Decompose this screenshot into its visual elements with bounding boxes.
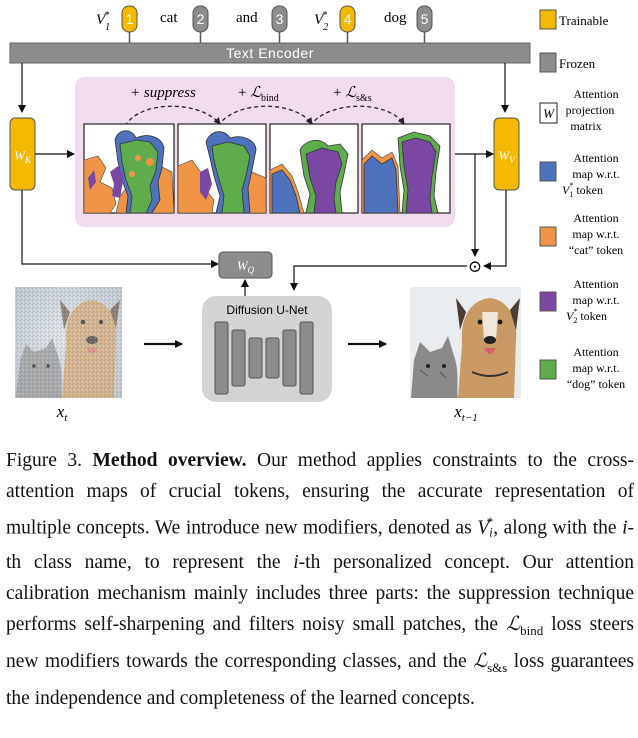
caption-part-4: -th personalized concept. Our attention … <box>6 552 635 635</box>
text-encoder-label: Text Encoder <box>226 45 314 61</box>
caption-text: Figure 3. Method overview. Our method ap… <box>6 446 634 714</box>
caption-figure-label: Figure 3. <box>6 450 83 471</box>
token-v1-label: V1* <box>96 10 110 33</box>
token-row: V1* 1 cat 2 and 3 V2* 4 dog 5 <box>96 5 433 43</box>
token-2-number: 2 <box>197 11 205 27</box>
caption-l-ss-symbol: ℒ <box>473 649 488 673</box>
legend-v2-l1: Attention <box>573 277 618 291</box>
text-encoder-bar <box>9 42 531 64</box>
token-4-number: 4 <box>344 11 352 27</box>
legend-dog-l1: Attention <box>573 345 618 359</box>
wv-label: WV <box>498 148 516 165</box>
attention-map-4 <box>361 123 451 214</box>
unet-label: Diffusion U-Net <box>226 303 308 317</box>
caption-part-1: Our method applies constraints to the cr… <box>6 450 634 539</box>
legend-projection-l1: Attention <box>573 87 618 101</box>
legend-v1-l2: map w.r.t. <box>572 167 619 181</box>
denoised-image-xt-1 <box>410 287 521 398</box>
caption-v-sub: i <box>489 524 493 540</box>
legend-trainable-label: Trainable <box>559 13 609 28</box>
legend-v2-l2: map w.r.t. <box>572 293 619 307</box>
legend-v2-swatch <box>539 291 557 312</box>
noisy-image-xt <box>15 287 122 398</box>
xt-1-label: xt−1 <box>453 402 478 424</box>
unet-layers <box>214 321 314 395</box>
attention-map-3 <box>269 123 359 214</box>
op-suppress: + suppress <box>130 85 196 101</box>
wq-block <box>218 251 273 279</box>
legend-frozen-swatch <box>539 52 557 73</box>
xt-label: xt <box>56 402 69 424</box>
token-cat-label: cat <box>160 10 178 26</box>
caption-l-bind-symbol: ℒ <box>506 612 521 635</box>
caption-i-1: i <box>622 517 628 539</box>
legend-cat-l1: Attention <box>573 211 618 225</box>
legend-v1-l1: Attention <box>573 151 618 165</box>
wk-label: WK <box>14 148 32 165</box>
caption-part-6: loss guarantees the independence and com… <box>6 651 634 709</box>
token-dog-label: dog <box>384 10 407 26</box>
caption-l-bind-sub: bind <box>520 622 544 638</box>
attention-map-2 <box>177 123 267 214</box>
op-bind: + ℒbind <box>238 83 279 104</box>
caption-v-sup: * <box>486 514 494 529</box>
op-ss: + ℒs&s <box>333 83 372 104</box>
figure-caption: Figure 3. Method overview. Our method ap… <box>6 446 634 714</box>
legend-w-swatch <box>539 102 558 124</box>
caption-l-ss-sub: s&s <box>487 660 508 676</box>
token-1-number: 1 <box>126 11 134 27</box>
legend-projection-l2: projection <box>566 103 615 117</box>
caption-title: Method overview. <box>92 450 247 471</box>
legend-dog-l2: map w.r.t. <box>572 361 619 375</box>
legend-dog-l3: “dog” token <box>567 377 625 391</box>
token-and-label: and <box>236 10 258 26</box>
legend-w-icon: W <box>543 106 555 121</box>
caption-part-2: , along with the <box>493 517 623 539</box>
legend-frozen-label: Frozen <box>559 56 596 71</box>
legend-v1-l3: V1*token <box>562 181 603 199</box>
legend-projection-l3: matrix <box>570 119 601 133</box>
caption-i-2: i <box>293 552 299 573</box>
legend-v1-swatch <box>539 161 557 182</box>
attention-map-1 <box>83 123 175 214</box>
odot-symbol: ⊙ <box>468 257 482 276</box>
wq-label: WQ <box>237 258 255 275</box>
legend: Trainable Frozen W Attention projection … <box>539 9 625 391</box>
legend-dog-swatch <box>539 359 557 380</box>
caption-part-3: -th class name, to represent the <box>6 517 634 574</box>
caption-part-5: loss steers new modifiers towards the co… <box>6 614 634 673</box>
token-v2-label: V2* <box>314 10 328 33</box>
caption-v-symbol: V <box>477 517 490 539</box>
legend-cat-swatch <box>539 226 557 247</box>
legend-v2-l3: V2*token <box>566 307 607 325</box>
legend-trainable-swatch <box>539 9 557 30</box>
token-3-number: 3 <box>276 11 284 27</box>
legend-cat-l2: map w.r.t. <box>572 227 619 241</box>
legend-cat-l3: “cat” token <box>569 243 623 257</box>
method-overview-figure: V1* 1 cat 2 and 3 V2* 4 dog 5 Text Encod… <box>9 5 625 424</box>
token-5-number: 5 <box>421 11 429 27</box>
